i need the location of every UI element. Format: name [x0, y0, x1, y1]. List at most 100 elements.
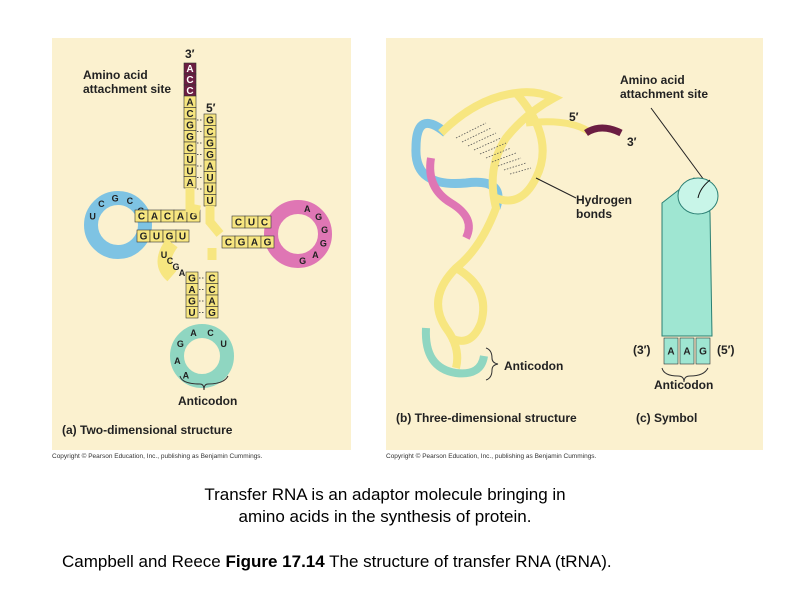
ribbon-anticodon-stem — [449, 264, 488, 345]
anticodon-loop-base: A — [190, 328, 197, 338]
copyright-left: Copyright © Pearson Education, Inc., pub… — [52, 453, 263, 460]
acceptor-end-base: A — [183, 62, 197, 75]
d-arm-top-base-letter: A — [177, 212, 184, 223]
anticodon-stem-right-base: G — [205, 306, 219, 319]
variable-loop — [157, 238, 178, 282]
anticodon-stem-left-base-letter: G — [188, 296, 196, 307]
acceptor-end-base: C — [183, 84, 197, 97]
d-arm-top-base-letter: A — [151, 212, 158, 223]
acceptor-5-base-letter: A — [206, 161, 213, 172]
variable-base: U — [161, 250, 168, 260]
t-loop-base: A — [312, 250, 319, 260]
acceptor-end-base-letter: C — [186, 86, 193, 97]
ribbon-hbond — [485, 147, 512, 159]
symbol-base: A — [679, 337, 695, 365]
caption-prefix: Campbell and Reece — [62, 552, 226, 571]
t-arm-top-base: C — [257, 215, 272, 229]
anticodon-loop-base: C — [207, 328, 214, 338]
acceptor-5-base-letter: U — [206, 184, 213, 195]
ribbon-hbond — [461, 127, 492, 143]
variable-base: A — [179, 268, 186, 278]
acceptor-end-base: C — [183, 73, 197, 86]
panel-two-dimensional: ACCACGGCUUAGCGGAUUUUCGCGCACAGGUGUAGGGAGC… — [52, 38, 351, 450]
anticodon-stem-right-base: C — [205, 283, 219, 296]
trna-two-dimensional-diagram: ACCACGGCUUAGCGGAUUUUCGCGCACAGGUGUAGGGAGC… — [84, 62, 332, 391]
acceptor-3-base: G — [183, 118, 197, 131]
acceptor-5-base: A — [203, 159, 217, 172]
d-arm-top-base-letter: C — [138, 212, 145, 223]
leader-amino-acid — [650, 107, 705, 181]
variable-base: G — [172, 262, 179, 272]
acceptor-5-base-letter: G — [206, 150, 214, 161]
anticodon-loop-base: A — [183, 371, 190, 381]
d-arm-bottom-base-letter: G — [140, 232, 148, 243]
acceptor-3-base: C — [183, 107, 197, 120]
acceptor-3-base: C — [183, 141, 197, 154]
t-loop-base: G — [320, 239, 327, 249]
d-arm-bottom-base-letter: U — [179, 232, 186, 243]
t-arm-bottom-base-letter: G — [238, 238, 246, 249]
acceptor-5-base: U — [203, 171, 217, 184]
anticodon-label-b: Anticodon — [504, 359, 564, 373]
acceptor-5-base: G — [203, 113, 217, 126]
ribbon-t-loop — [426, 157, 473, 240]
acceptor-3-base-letter: U — [186, 155, 193, 166]
ribbon-hbond — [467, 132, 497, 147]
d-loop — [84, 191, 152, 259]
t-arm-bottom-base-letter: G — [264, 238, 272, 249]
acceptor-5-base: U — [203, 194, 217, 207]
ribbon-hbond — [497, 157, 522, 167]
d-loop-base: U — [89, 211, 96, 221]
five-prime-label-a: 5′ — [206, 101, 216, 115]
anticodon-stem-left-base: A — [185, 283, 199, 296]
anticodon-stem-right-base-letter: A — [208, 296, 215, 307]
acceptor-5-base-letter: U — [206, 196, 213, 207]
t-arm-bottom-base: G — [234, 235, 249, 249]
three-prime-label-b: 3′ — [627, 135, 637, 149]
ribbon-acceptor-end — [584, 124, 623, 137]
acceptor-3-base-letter: A — [186, 97, 193, 108]
t-arm-bottom-base-letter: A — [251, 238, 258, 249]
d-arm-top-base: A — [173, 209, 188, 223]
t-arm-top-base: C — [231, 215, 246, 229]
t-loop-base: G — [315, 212, 322, 222]
symbol-base: A — [663, 337, 679, 365]
acceptor-3-base: U — [183, 164, 197, 177]
anticodon-stem-right-base-letter: C — [208, 285, 215, 296]
amino-acid-site-label-b: Amino acid attachment site — [620, 73, 708, 101]
symbol-base-letter: A — [683, 347, 690, 358]
d-arm-bottom-base: G — [162, 229, 177, 243]
symbol-anticodon-label: Anticodon — [654, 378, 714, 392]
t-loop-base: G — [299, 256, 306, 266]
acceptor-3-base-letter: A — [186, 178, 193, 189]
ribbon-hbond — [509, 167, 532, 175]
t-arm-top-base-letter: C — [261, 218, 268, 229]
anticodon-loop-base: G — [177, 339, 184, 349]
t-loop — [264, 200, 332, 268]
t-arm-top-base-letter: U — [248, 218, 255, 229]
acceptor-3-base-letter: G — [186, 120, 194, 131]
amino-acid-site-b-line2: attachment site — [620, 87, 709, 101]
d-arm-bottom-base: U — [175, 229, 190, 243]
d-arm-bottom-base-letter: G — [166, 232, 174, 243]
caption-a: (a) Two-dimensional structure — [62, 423, 233, 437]
t-arm-bottom-base: A — [247, 235, 262, 249]
acceptor-5-base: U — [203, 182, 217, 195]
anticodon-stem-left-base-letter: U — [188, 308, 195, 319]
amino-acid-site-b-line1: Amino acid — [620, 73, 685, 87]
t-arm-top-base-letter: C — [235, 218, 242, 229]
hydrogen-bonds-line1: Hydrogen — [576, 193, 633, 207]
ribbon-hbond — [455, 122, 487, 139]
anticodon-stem-right-base-letter: C — [208, 273, 215, 284]
hydrogen-bonds-line2: bonds — [576, 207, 612, 221]
d-arm-bottom-base: G — [136, 229, 151, 243]
variable-base: C — [167, 256, 174, 266]
acceptor-5-base: G — [203, 148, 217, 161]
anticodon-loop — [170, 324, 234, 388]
t-arm-bottom-base-letter: C — [225, 238, 232, 249]
d-arm-top-base: A — [147, 209, 162, 223]
anticodon-stem-left-base: G — [185, 271, 199, 284]
symbol-hook — [697, 179, 711, 199]
ribbon-hbond — [491, 152, 517, 163]
